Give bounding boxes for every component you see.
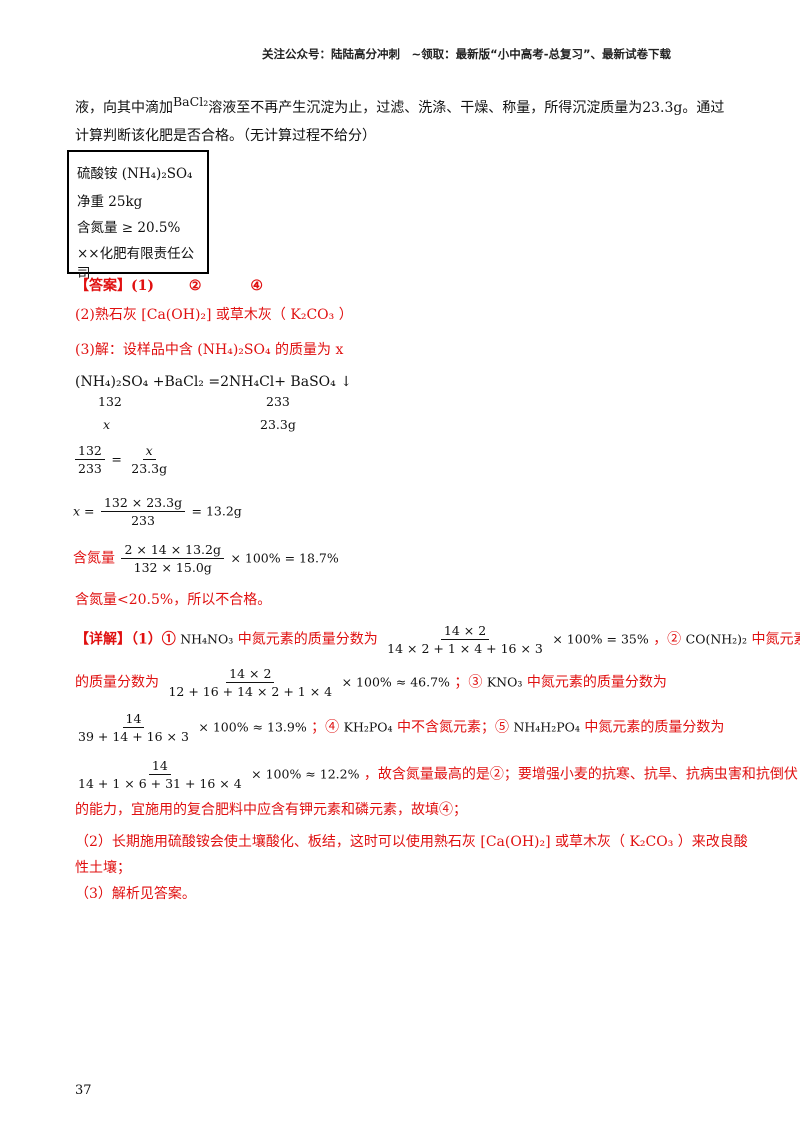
- conclusion: 含氮量<20.5%，所以不合格。: [75, 592, 272, 608]
- intro-line-1: 液，向其中滴加BaCl₂溶液至不再产生沉淀为止，过滤、洗涤、干燥、称量，所得沉淀…: [75, 94, 725, 116]
- precipitate-mass: 23.3g: [260, 417, 296, 432]
- answer-3-heading: (3)解：设样品中含 (NH₄)₂SO₄ 的质量为 x: [75, 342, 344, 358]
- answer-1: 【答案】(1) ② ④: [75, 278, 263, 294]
- page-header: 关注公众号：陆陆高分冲刺 ~领取：最新版“小中高考-总复习”、最新试卷下载: [262, 47, 672, 61]
- unknown-x: x: [103, 417, 111, 432]
- label-nitrogen: 含氮量 ≥ 20.5%: [77, 220, 181, 236]
- label-weight: 净重 25kg: [77, 194, 143, 210]
- molar-mass-1: 132: [98, 394, 122, 409]
- page-number: 37: [75, 1083, 92, 1098]
- label-company: ××化肥有限责任公司: [77, 246, 195, 282]
- molar-mass-2: 233: [266, 394, 290, 409]
- label-product: 硫酸铵 (NH₄)₂SO₄: [77, 166, 193, 182]
- reaction-equation: (NH₄)₂SO₄ +BaCl₂ =2NH₄Cl+ BaSO₄ ↓: [75, 374, 352, 390]
- intro-line-2: 计算判断该化肥是否合格。（无计算过程不给分）: [75, 128, 376, 144]
- answer-2: (2)熟石灰 [Ca(OH)₂] 或草木灰（ K₂CO₃ ）: [75, 307, 353, 323]
- detail-line-6: （2）长期施用硫酸铵会使土壤酸化、板结，这时可以使用熟石灰 [Ca(OH)₂] …: [75, 834, 748, 850]
- detail-line-5: 的能力，宜施用的复合肥料中应含有钾元素和磷元素，故填④；: [75, 802, 467, 818]
- detail-line-7: 性土壤；: [75, 860, 131, 876]
- fertilizer-label-box: 硫酸铵 (NH₄)₂SO₄ 净重 25kg 含氮量 ≥ 20.5% ××化肥有限…: [67, 150, 209, 282]
- detail-line-8: （3）解析见答案。: [75, 886, 196, 902]
